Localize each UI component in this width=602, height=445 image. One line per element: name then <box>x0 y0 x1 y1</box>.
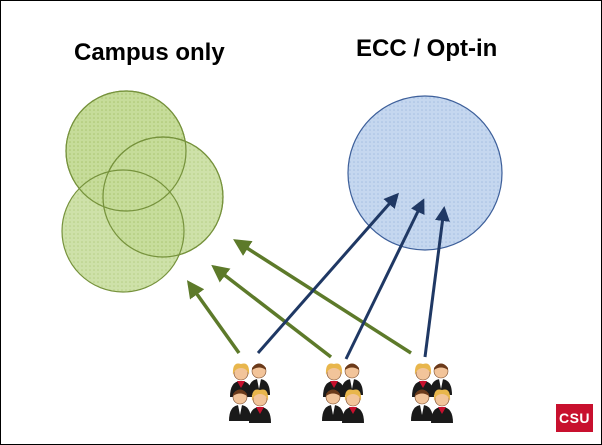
blue-arrow <box>256 192 399 354</box>
people-group-icon <box>411 363 453 423</box>
green-arrow <box>186 280 241 355</box>
blue-arrow <box>344 198 425 360</box>
ecc-circle <box>347 95 503 251</box>
campus-only-label: Campus only <box>74 39 225 66</box>
ecc-opt-in-label: ECC / Opt-in <box>356 35 498 62</box>
campus-circle <box>61 169 185 293</box>
blue-arrow <box>423 206 450 358</box>
campus-arrows <box>186 239 412 359</box>
people-group-icon <box>229 363 271 423</box>
csu-logo: CSU <box>556 404 593 432</box>
campus-circles <box>61 90 224 293</box>
people-group-icon <box>322 363 364 423</box>
green-arrow <box>233 239 412 355</box>
ecc-arrows <box>256 192 450 360</box>
green-arrow <box>211 264 333 359</box>
